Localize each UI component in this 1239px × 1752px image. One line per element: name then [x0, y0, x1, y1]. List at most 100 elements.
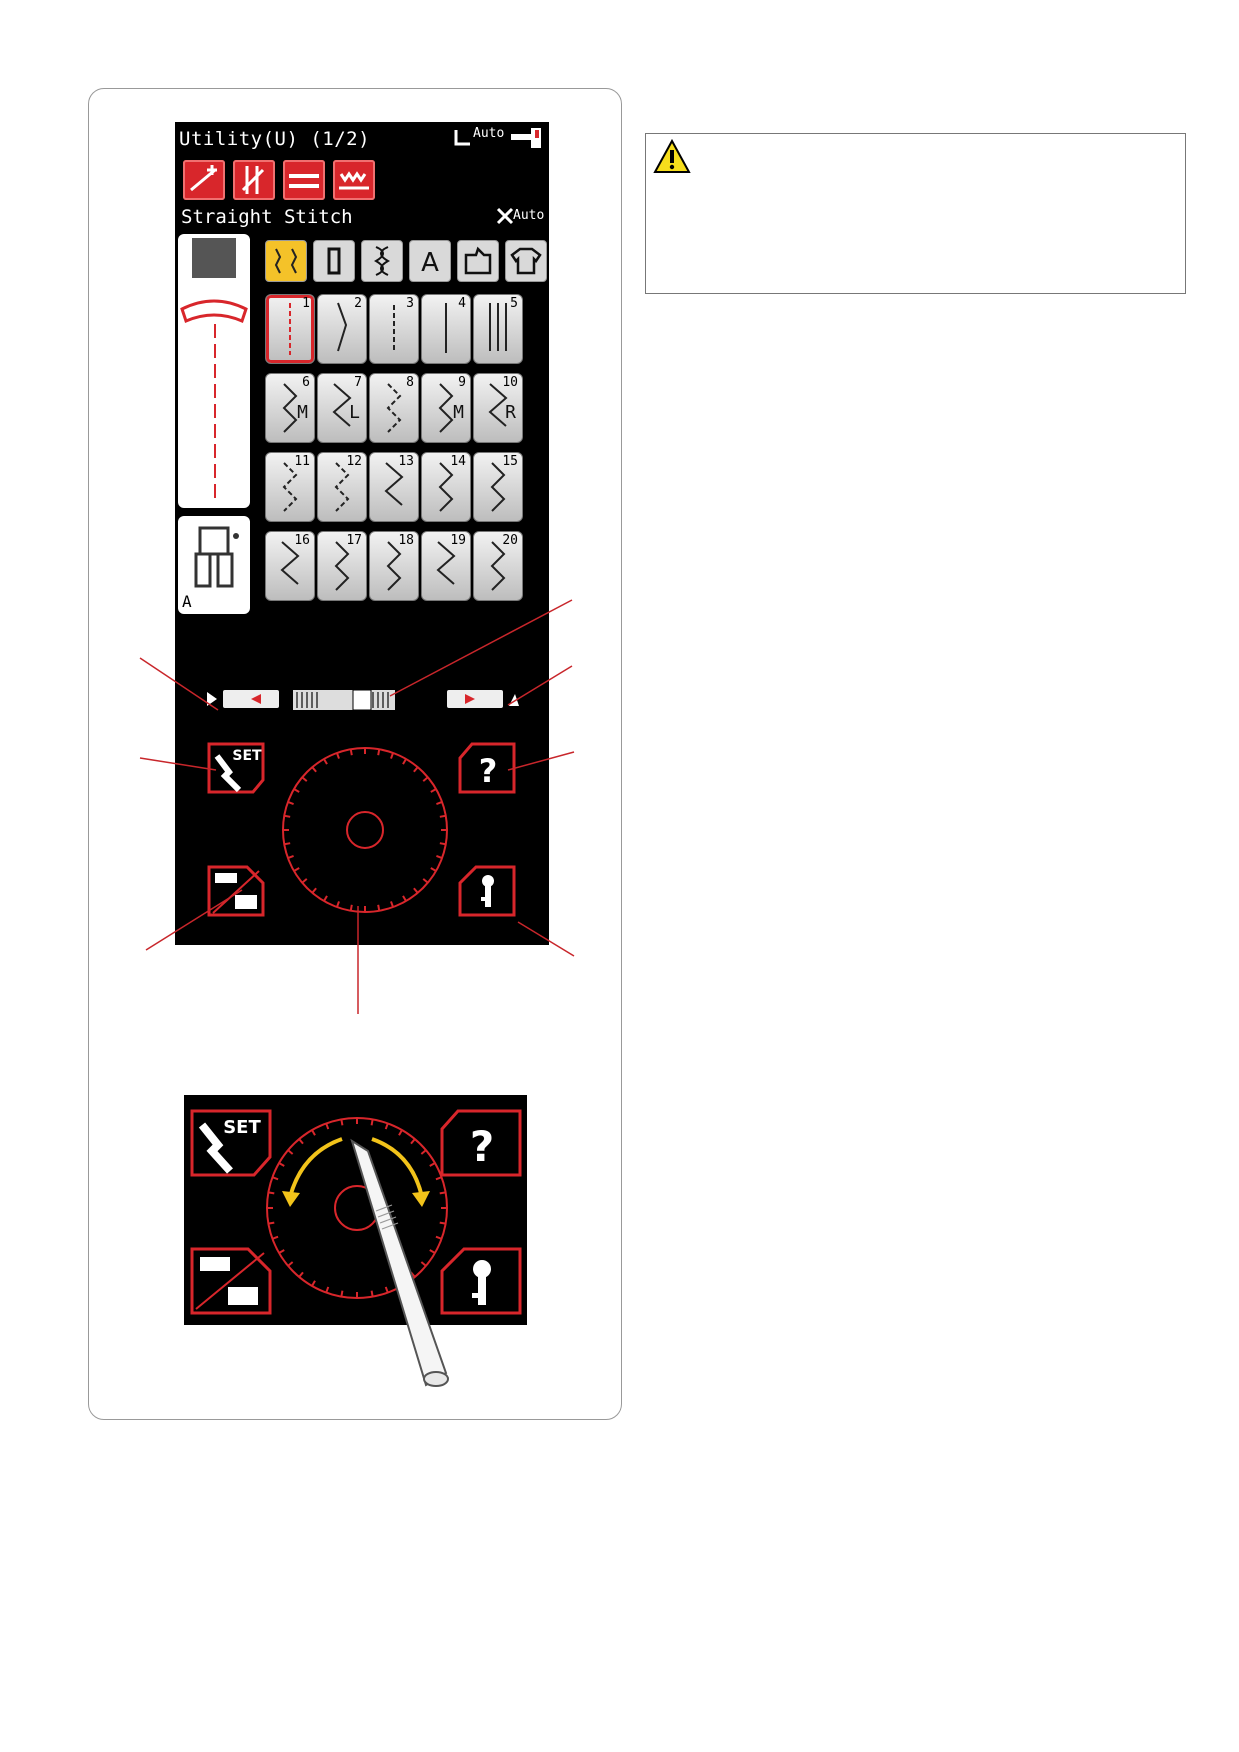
dial-tick	[422, 776, 429, 782]
thread-tension-icon	[496, 207, 514, 225]
lock-key-button[interactable]	[458, 865, 516, 917]
dial-tick	[377, 749, 381, 756]
stitch-pattern-icon	[386, 541, 402, 591]
pattern-button-2[interactable]: 2	[317, 294, 367, 364]
stylus-icon	[350, 1138, 449, 1387]
help-button[interactable]: ?	[458, 742, 516, 794]
dial-tick	[287, 801, 294, 805]
pattern-button-20[interactable]: 20	[473, 531, 523, 601]
warning-icon	[653, 138, 691, 173]
pattern-number: 11	[294, 454, 310, 469]
pattern-scroll-bar[interactable]	[293, 690, 395, 710]
stitch-pattern-icon	[332, 383, 352, 427]
pattern-number: 20	[502, 533, 518, 548]
dial-tick	[390, 752, 394, 759]
presser-foot-status-icon	[454, 130, 470, 146]
dial-tick	[377, 904, 381, 911]
stitch-pattern-icon	[334, 541, 350, 591]
category-buttonhole-tab[interactable]	[313, 240, 355, 282]
pattern-button-18[interactable]: 18	[369, 531, 419, 601]
caution-box	[645, 133, 1186, 294]
dial-tick	[278, 1162, 285, 1167]
pattern-number: 16	[294, 533, 310, 548]
pattern-button-11[interactable]: 11	[265, 452, 315, 522]
pattern-button-16[interactable]: 16	[265, 531, 315, 601]
presser-foot-indicator: A	[178, 516, 250, 614]
elongation-button[interactable]	[333, 160, 375, 200]
foot-letter: A	[182, 592, 192, 611]
pattern-button-12[interactable]: 12	[317, 452, 367, 522]
pattern-button-1[interactable]: 1	[265, 294, 315, 364]
dial-tick	[311, 1280, 316, 1287]
dial-tick	[439, 842, 446, 846]
dial-tick	[422, 878, 429, 884]
needle-up-down-button[interactable]	[183, 160, 225, 200]
scroll-left-button[interactable]	[203, 688, 283, 712]
dial-tick	[298, 1271, 304, 1278]
category-favorites-tab[interactable]	[457, 240, 499, 282]
stitch-pattern-icon	[490, 541, 506, 591]
dial-tick	[336, 752, 340, 759]
pattern-button-15[interactable]: 15	[473, 452, 523, 522]
presser-foot-icon	[194, 526, 239, 588]
pattern-button-13[interactable]: 13	[369, 452, 419, 522]
stretch-stitch-button[interactable]	[283, 160, 325, 200]
lock-key-button-large	[440, 1247, 522, 1315]
dial-tick	[278, 1249, 285, 1254]
preview-zoom-box[interactable]	[192, 238, 236, 278]
foot-auto-label: Auto	[473, 126, 505, 141]
stitch-pattern-icon	[334, 462, 350, 512]
dial-tick	[384, 1286, 389, 1293]
dial-tick	[268, 1221, 275, 1225]
svg-text:SET: SET	[223, 1117, 261, 1138]
pattern-button-19[interactable]: 19	[421, 531, 471, 601]
dial-tick	[311, 766, 317, 773]
scroll-dial[interactable]	[277, 742, 453, 918]
dial-tick	[301, 776, 308, 782]
pattern-button-17[interactable]: 17	[317, 531, 367, 601]
dial-tick	[323, 895, 328, 902]
dial-tick	[435, 1235, 442, 1240]
category-letters-tab[interactable]: A	[409, 240, 451, 282]
dial-tick	[268, 1191, 275, 1195]
screen-title: Utility(U) (1/2)	[179, 128, 371, 150]
pattern-button-8[interactable]: 8	[369, 373, 419, 443]
dial-tick	[370, 1119, 374, 1126]
twin-needle-button[interactable]	[233, 160, 275, 200]
dial-tick	[429, 1249, 436, 1254]
pattern-number: 19	[450, 533, 466, 548]
set-button[interactable]: SET	[207, 742, 265, 794]
category-utility-tab[interactable]	[265, 240, 307, 282]
pattern-number: 17	[346, 533, 362, 548]
dial-illustration: SET ?	[184, 1095, 527, 1325]
category-decorative-tab[interactable]	[361, 240, 403, 282]
dial-tick	[293, 788, 300, 793]
pattern-button-4[interactable]: 4	[421, 294, 471, 364]
dial-tick	[293, 867, 300, 872]
pattern-number: 1	[302, 296, 310, 311]
stitch-pattern-icon	[438, 462, 454, 512]
thread-auto-label: Auto	[513, 208, 545, 223]
dial-tick	[439, 1191, 446, 1195]
pattern-button-5[interactable]: 5	[473, 294, 523, 364]
dial-tick	[413, 887, 419, 894]
dial-tick	[390, 901, 394, 908]
stitch-pattern-icon	[438, 383, 454, 433]
dial-tick	[287, 1261, 294, 1267]
pattern-button-3[interactable]: 3	[369, 294, 419, 364]
pattern-number: 15	[502, 454, 518, 469]
pattern-button-14[interactable]: 14	[421, 452, 471, 522]
pattern-number: 6	[302, 375, 310, 390]
stitch-pattern-icon	[445, 303, 447, 353]
stitch-pattern-icon	[282, 383, 298, 433]
dial-tick	[436, 855, 443, 859]
dial-tick	[284, 842, 291, 846]
dial-tick	[413, 766, 419, 773]
pattern-number: 9	[458, 375, 466, 390]
category-tutorial-tab[interactable]	[505, 240, 547, 282]
